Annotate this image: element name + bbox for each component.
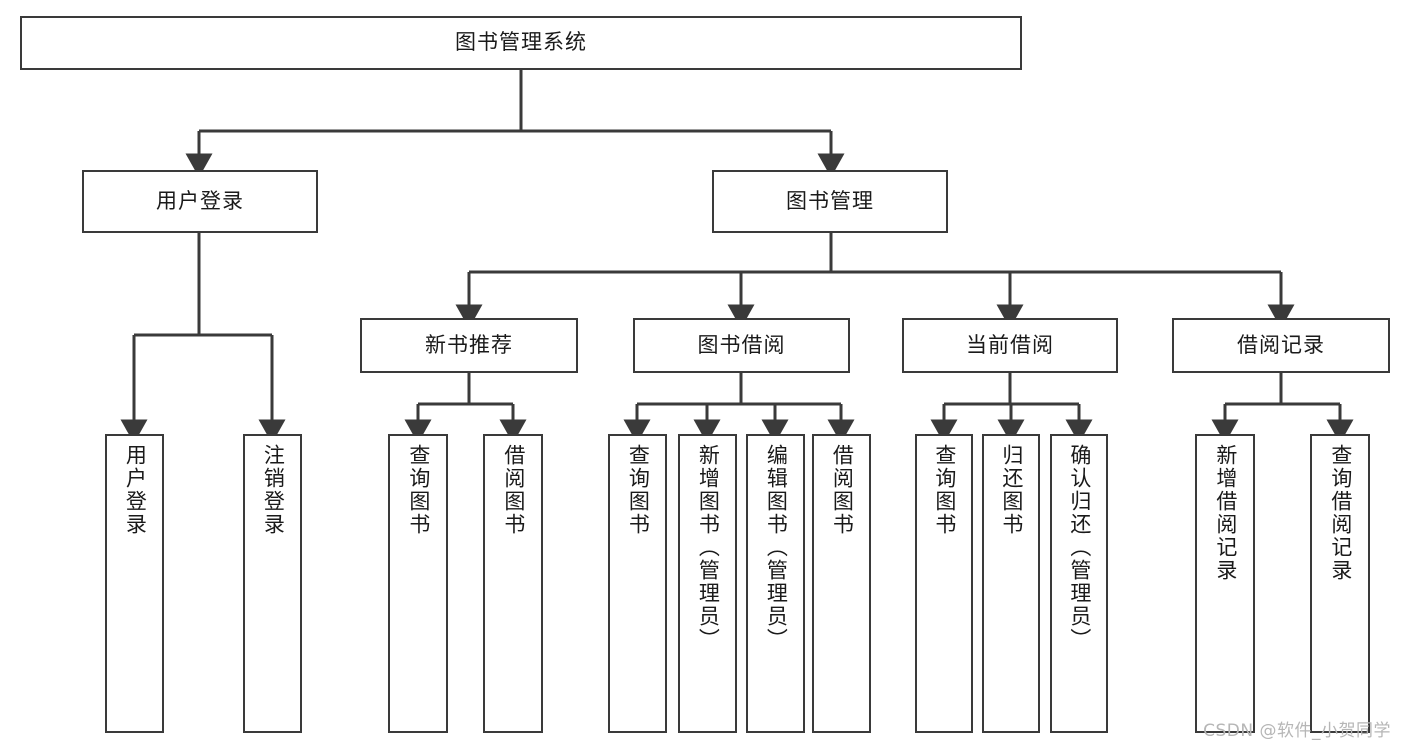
node-leaf-logout[interactable]: 注销登录	[243, 434, 302, 733]
node-leaf-query-book-3-label: 查询图书	[932, 444, 957, 536]
node-new-book-rec-label: 新书推荐	[425, 332, 513, 357]
node-leaf-edit-book[interactable]: 编辑图书（管理员）	[746, 434, 805, 733]
node-leaf-query-book-2-label: 查询图书	[626, 444, 651, 536]
node-leaf-return-book[interactable]: 归还图书	[982, 434, 1040, 733]
node-book-borrow[interactable]: 图书借阅	[633, 318, 850, 373]
node-leaf-borrow-book-2[interactable]: 借阅图书	[812, 434, 871, 733]
node-current-borrow-label: 当前借阅	[966, 332, 1054, 357]
node-leaf-add-record[interactable]: 新增借阅记录	[1195, 434, 1255, 733]
node-leaf-confirm-return[interactable]: 确认归还（管理员）	[1050, 434, 1108, 733]
node-borrow-record-label: 借阅记录	[1237, 332, 1325, 357]
node-user-login-label: 用户登录	[156, 188, 244, 213]
node-new-book-rec[interactable]: 新书推荐	[360, 318, 578, 373]
node-leaf-confirm-return-label: 确认归还（管理员）	[1067, 444, 1092, 651]
node-user-login[interactable]: 用户登录	[82, 170, 318, 233]
node-leaf-add-book-label: 新增图书（管理员）	[696, 444, 721, 651]
node-leaf-borrow-book-1-label: 借阅图书	[501, 444, 526, 536]
node-borrow-record[interactable]: 借阅记录	[1172, 318, 1390, 373]
node-leaf-user-login-label: 用户登录	[123, 444, 148, 536]
node-leaf-edit-book-label: 编辑图书（管理员）	[764, 444, 789, 651]
node-leaf-query-record-label: 查询借阅记录	[1328, 444, 1353, 582]
node-leaf-user-login[interactable]: 用户登录	[105, 434, 164, 733]
node-leaf-query-record[interactable]: 查询借阅记录	[1310, 434, 1370, 733]
node-root[interactable]: 图书管理系统	[20, 16, 1022, 70]
node-leaf-borrow-book-1[interactable]: 借阅图书	[483, 434, 543, 733]
node-root-label: 图书管理系统	[455, 30, 587, 55]
node-leaf-borrow-book-2-label: 借阅图书	[830, 444, 855, 536]
node-leaf-query-book-1[interactable]: 查询图书	[388, 434, 448, 733]
node-current-borrow[interactable]: 当前借阅	[902, 318, 1118, 373]
node-leaf-logout-label: 注销登录	[261, 444, 286, 536]
node-leaf-add-record-label: 新增借阅记录	[1213, 444, 1238, 582]
node-leaf-query-book-2[interactable]: 查询图书	[608, 434, 667, 733]
node-leaf-query-book-1-label: 查询图书	[406, 444, 431, 536]
node-book-manage[interactable]: 图书管理	[712, 170, 948, 233]
node-leaf-add-book[interactable]: 新增图书（管理员）	[678, 434, 737, 733]
node-book-manage-label: 图书管理	[786, 188, 874, 213]
node-leaf-return-book-label: 归还图书	[999, 444, 1024, 536]
node-book-borrow-label: 图书借阅	[697, 332, 786, 357]
node-leaf-query-book-3[interactable]: 查询图书	[915, 434, 973, 733]
